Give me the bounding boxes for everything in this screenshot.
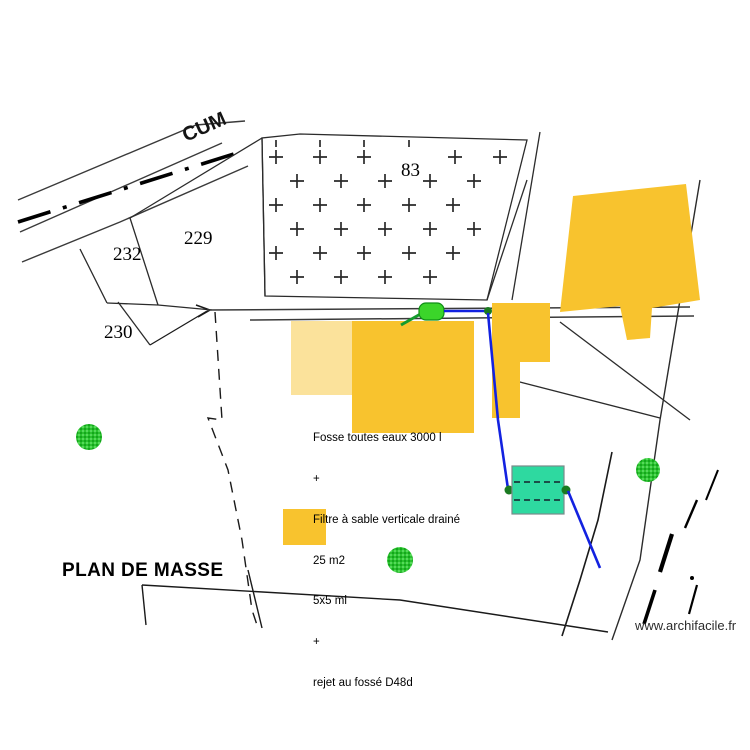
cemetery-cross-symbols [269,140,507,284]
annotation-line-2: + [313,472,320,485]
annotation-line-5: 5x5 ml [313,595,347,608]
pipe-outlet-to-ditch [566,490,602,569]
road-centerline [17,150,241,224]
ditch-d48d [561,451,719,637]
parcel-label-230: 230 [104,322,133,343]
building-small-south [283,509,326,545]
building-annex-light [291,321,355,395]
sanitation-network [400,302,602,569]
tree-symbols [76,424,660,573]
sand-filter-bed [511,465,565,515]
parcel-label-232: 232 [113,244,142,265]
pipe-node [484,307,492,315]
parcel-label-83: 83 [401,160,420,181]
annotation-line-6: + [313,636,320,649]
lower-boundary [141,569,609,633]
dashed-property-line [206,311,259,629]
septic-tank-fosse-toutes-eaux [418,302,445,321]
building-wing [492,303,550,418]
buildings [283,184,700,545]
pipe-junction-to-filter [486,312,510,490]
annotation-line-7: rejet au fossé D48d [313,676,413,689]
tree-icon [76,424,102,450]
page-title: PLAN DE MASSE [62,560,224,581]
pipe-node [504,485,514,495]
parcel-label-229: 229 [184,228,213,249]
annotation-line-3: Filtre à sable verticale drainé [313,513,461,526]
building-neighbour-north [560,184,700,340]
annotation-line-1: Fosse toutes eaux 3000 l [313,432,442,445]
watermark: www.archifacile.fr [635,618,737,633]
tree-icon [636,458,660,482]
road-top-left [17,120,249,263]
road-name-label: CUM [179,108,230,147]
building-main-house [352,321,474,433]
annotation-line-4: 25 m2 [313,554,345,567]
sanitation-annotation: Fosse toutes eaux 3000 l + Filtre à sabl… [313,405,460,718]
tree-icon [387,547,413,573]
